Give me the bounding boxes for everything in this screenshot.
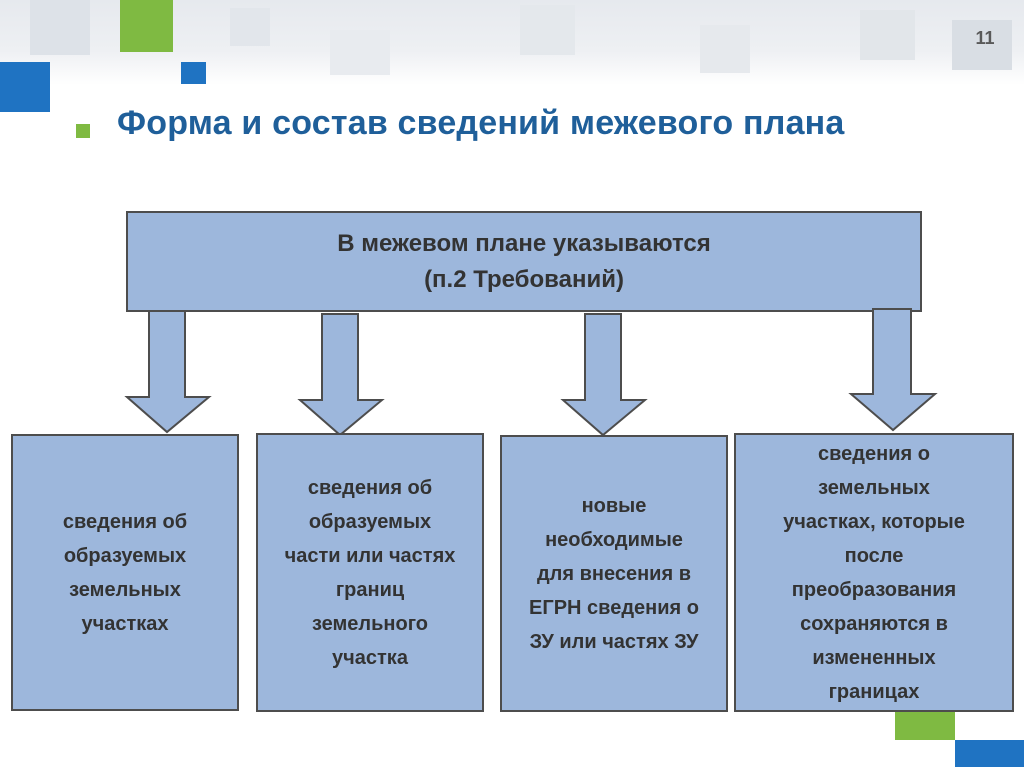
down-arrow-icon: [560, 313, 648, 437]
deco-square: [860, 10, 915, 60]
info-box-1: сведения об образуемых земельных участка…: [11, 434, 239, 711]
deco-square: [895, 712, 955, 740]
title-bullet-icon: [76, 124, 90, 138]
info-box-3: новые необходимые для внесения в ЕГРН св…: [500, 435, 728, 712]
down-arrow-icon: [124, 310, 212, 434]
info-box-4: сведения о земельных участках, которые п…: [734, 433, 1014, 712]
deco-square: [520, 5, 575, 55]
info-box-text: сведения об образуемых земельных участка…: [62, 510, 188, 635]
down-arrow-icon: [297, 313, 385, 437]
deco-square: [330, 30, 390, 75]
down-arrow-icon: [848, 308, 938, 432]
info-box-text: сведения об образуемых части или частях …: [284, 476, 456, 669]
deco-square: [952, 20, 1012, 70]
header-line-2: (п.2 Требований): [424, 265, 624, 293]
page-title: Форма и состав сведений межевого плана: [117, 104, 845, 142]
deco-square: [700, 25, 750, 73]
diagram-header-box: В межевом плане указываются (п.2 Требова…: [126, 211, 922, 312]
deco-square: [230, 8, 270, 46]
info-box-text: новые необходимые для внесения в ЕГРН св…: [529, 494, 699, 653]
deco-square: [30, 0, 90, 55]
deco-square: [0, 62, 50, 112]
info-box-2: сведения об образуемых части или частях …: [256, 433, 484, 712]
info-box-text: сведения о земельных участках, которые п…: [783, 442, 965, 703]
deco-square: [181, 62, 206, 84]
deco-square: [955, 740, 1024, 767]
deco-square: [120, 0, 173, 52]
header-line-1: В межевом плане указываются: [337, 229, 711, 257]
page-number: 11: [975, 28, 995, 48]
